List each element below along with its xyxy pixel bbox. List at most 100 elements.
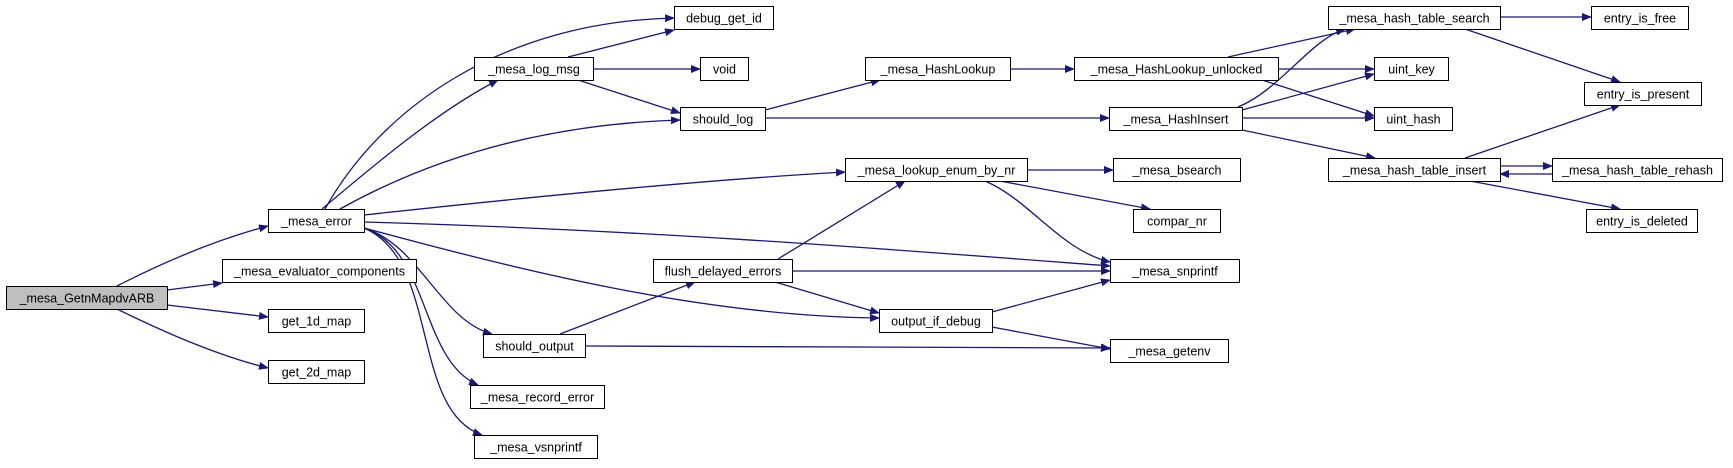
node-flush-delayed-errors[interactable]: flush_delayed_errors [653,259,793,283]
node-label: compar_nr [1147,215,1207,229]
node-uint-hash[interactable]: uint_hash [1374,107,1453,131]
node-label: void [713,63,736,77]
edge-mesa-log-msg-to-debug-get-id [567,28,675,58]
node-box [1584,82,1702,106]
node-box [268,209,365,233]
edge-mesa-lookup-enum-by-nr-to-compar-nr [999,180,1151,212]
node-mesa-getenv[interactable]: _mesa_getenv [1110,339,1229,363]
node-output-if-debug[interactable]: output_if_debug [879,309,993,333]
node-label: should_log [693,113,754,127]
edge-mesa-error-to-mesa-snprintf [363,221,1111,270]
node-mesa-hashlookup[interactable]: _mesa_HashLookup [865,57,1011,81]
node-mesa-snprintf[interactable]: _mesa_snprintf [1110,259,1240,283]
edge-line [1261,79,1375,118]
node-label: get_2d_map [282,366,352,380]
node-box [268,360,365,384]
node-box [1074,57,1279,81]
edge-line [764,78,881,111]
edge-line [166,304,269,320]
node-label: _mesa_HashLookup [880,63,996,77]
edge-mesa-hash-table-insert-to-entry-is-deleted [1469,180,1621,212]
node-uint-key[interactable]: uint_key [1374,57,1449,81]
node-box [674,6,774,30]
node-entry-is-free[interactable]: entry_is_free [1591,6,1689,30]
node-should-output[interactable]: should_output [483,334,586,358]
node-get-2d-map[interactable]: get_2d_map [268,360,365,384]
node-debug-get-id[interactable]: debug_get_id [674,6,774,30]
node-should-log[interactable]: should_log [680,107,766,131]
node-label: _mesa_GetnMapdvARB [19,292,155,306]
edge-mesa-hashlookup-unlocked-to-uint-hash [1261,79,1375,118]
edge-mesa-hash-table-search-to-entry-is-present [1464,28,1621,83]
edges [116,13,1621,436]
nodes: _mesa_GetnMapdvARB _mesa_error _mesa_evalu… [6,6,1723,459]
edge-mesa-error-to-should-log [339,116,681,210]
node-mesa-hash-table-search[interactable]: _mesa_hash_table_search [1328,6,1501,30]
node-box [1552,158,1723,182]
node-label: _mesa_log_msg [487,63,580,77]
edge-mesa-hash-table-insert-to-entry-is-present [1464,104,1621,159]
node-box [700,57,749,81]
edge-line [584,343,1111,352]
edge-output-if-debug-to-mesa-getenv [991,326,1111,352]
edge-mesa-error-to-mesa-lookup-enum-by-nr [363,168,846,216]
edge-line [984,180,1111,264]
edge-mesa-error-to-debug-get-id [324,14,675,210]
node-box [470,385,605,409]
node-mesa-lookup-enum-by-nr[interactable]: _mesa_lookup_enum_by_nr [845,158,1028,182]
edge-line [577,79,681,115]
edge-line [116,224,269,287]
node-label: _mesa_getenv [1127,345,1211,359]
edge-mesa-error-to-mesa-record-error [363,227,479,386]
node-label: _mesa_record_error [480,391,594,405]
edge-mesa-error-to-mesa-vsnprintf [363,227,483,436]
edge-mesa-getnmapdvarb-to-mesa-error [116,224,269,287]
edge-line [1237,27,1346,108]
node-box [1113,158,1241,182]
node-entry-is-deleted[interactable]: entry_is_deleted [1586,209,1698,233]
node-label: should_output [495,340,574,354]
node-mesa-hash-table-rehash[interactable]: _mesa_hash_table_rehash [1552,158,1723,182]
node-mesa-vsnprintf[interactable]: _mesa_vsnprintf [474,435,598,459]
node-box [268,309,365,333]
node-mesa-bsearch[interactable]: _mesa_bsearch [1113,158,1241,182]
node-label: get_1d_map [282,315,352,329]
node-box [474,435,598,459]
node-box [1374,107,1453,131]
edge-line [116,308,269,370]
edge-line [363,227,483,436]
edge-line [991,278,1111,313]
node-label: entry_is_present [1597,88,1690,102]
edge-line [559,281,696,335]
node-box [474,57,594,81]
node-mesa-hash-table-insert[interactable]: _mesa_hash_table_insert [1328,158,1501,182]
edge-line [363,227,493,336]
node-box [845,158,1028,182]
node-compar-nr[interactable]: compar_nr [1133,209,1221,233]
node-label: _mesa_snprintf [1131,265,1218,279]
node-label: _mesa_lookup_enum_by_nr [857,164,1016,178]
node-mesa-hashinsert[interactable]: _mesa_HashInsert [1109,107,1243,131]
edge-mesa-getnmapdvarb-to-get-1d-map [166,304,269,320]
edge-line [1469,180,1621,212]
node-label: _mesa_hash_table_rehash [1561,164,1713,178]
node-mesa-error[interactable]: _mesa_error [268,209,365,233]
node-entry-is-present[interactable]: entry_is_present [1584,82,1702,106]
edge-line [339,116,681,210]
node-mesa-log-msg[interactable]: _mesa_log_msg [474,57,594,81]
node-box [1133,209,1221,233]
node-label: output_if_debug [891,315,981,329]
edge-line [999,180,1151,212]
edge-line [1464,28,1621,83]
node-label: entry_is_free [1604,12,1676,26]
edge-mesa-getnmapdvarb-to-mesa-evaluator-components [166,280,223,291]
node-box [1374,57,1449,81]
node-mesa-evaluator-components[interactable]: _mesa_evaluator_components [222,259,417,283]
node-void[interactable]: void [700,57,749,81]
node-mesa-record-error[interactable]: _mesa_record_error [470,385,605,409]
edge-line [567,28,675,58]
node-get-1d-map[interactable]: get_1d_map [268,309,365,333]
node-label: _mesa_hash_table_search [1338,12,1489,26]
node-mesa-hashlookup-unlocked[interactable]: _mesa_HashLookup_unlocked [1074,57,1279,81]
node-label: _mesa_vsnprintf [489,441,582,455]
